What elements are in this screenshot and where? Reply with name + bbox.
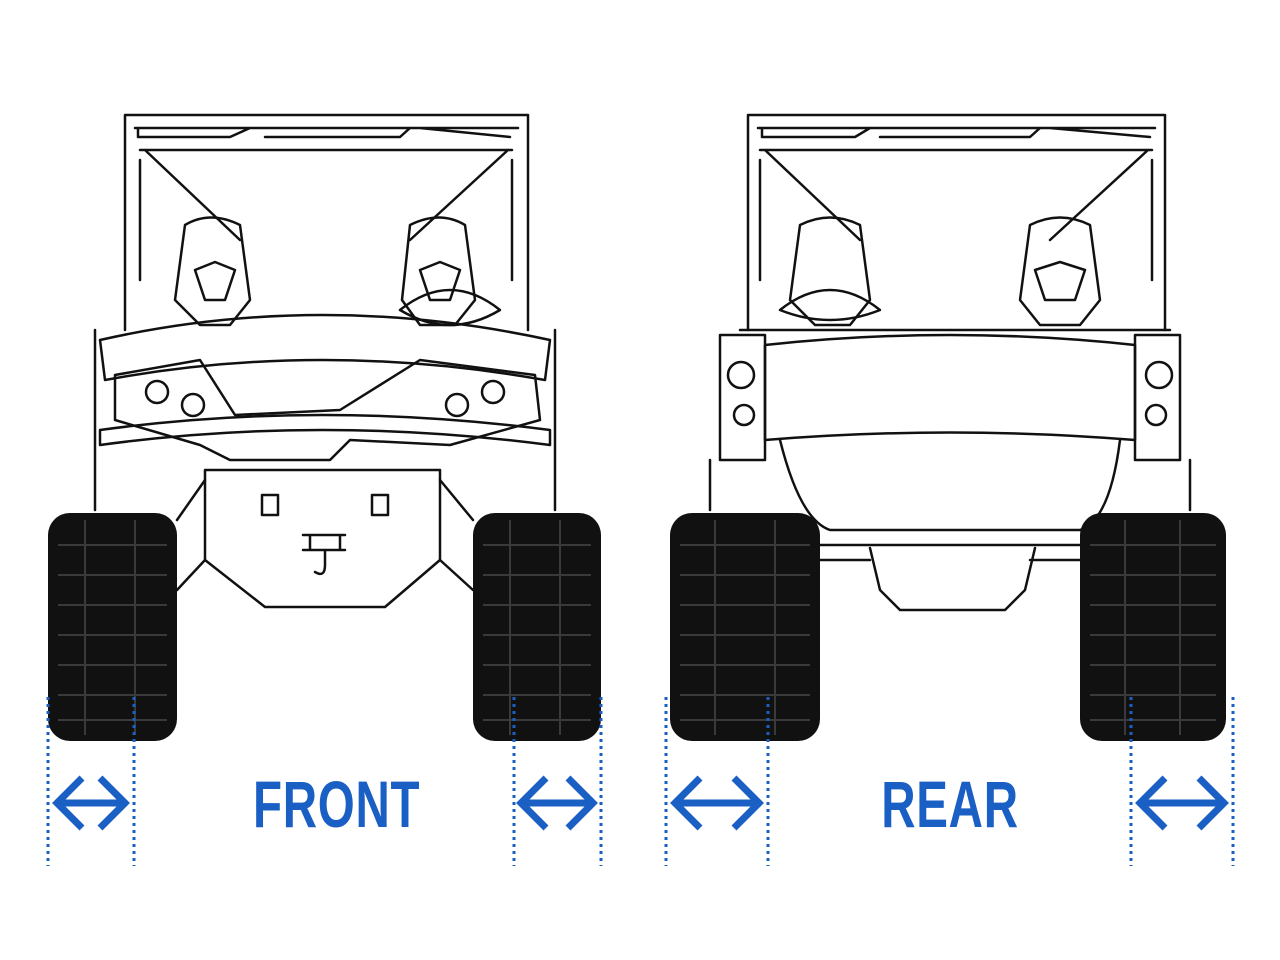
double-arrow-icon bbox=[1135, 775, 1229, 831]
double-arrow-icon bbox=[670, 775, 764, 831]
rear-right-track bbox=[1080, 513, 1226, 741]
rear-left-track bbox=[670, 513, 820, 741]
rear-label: REAR bbox=[881, 767, 1019, 841]
front-vehicle-drawing bbox=[93, 113, 557, 609]
rear-vehicle-drawing bbox=[708, 113, 1192, 612]
double-arrow-icon bbox=[516, 775, 598, 831]
front-label: FRONT bbox=[253, 767, 421, 841]
front-right-track bbox=[473, 513, 601, 741]
width-guide-lines bbox=[46, 697, 1235, 866]
front-left-track bbox=[48, 513, 177, 741]
double-arrow-icon bbox=[52, 775, 130, 831]
